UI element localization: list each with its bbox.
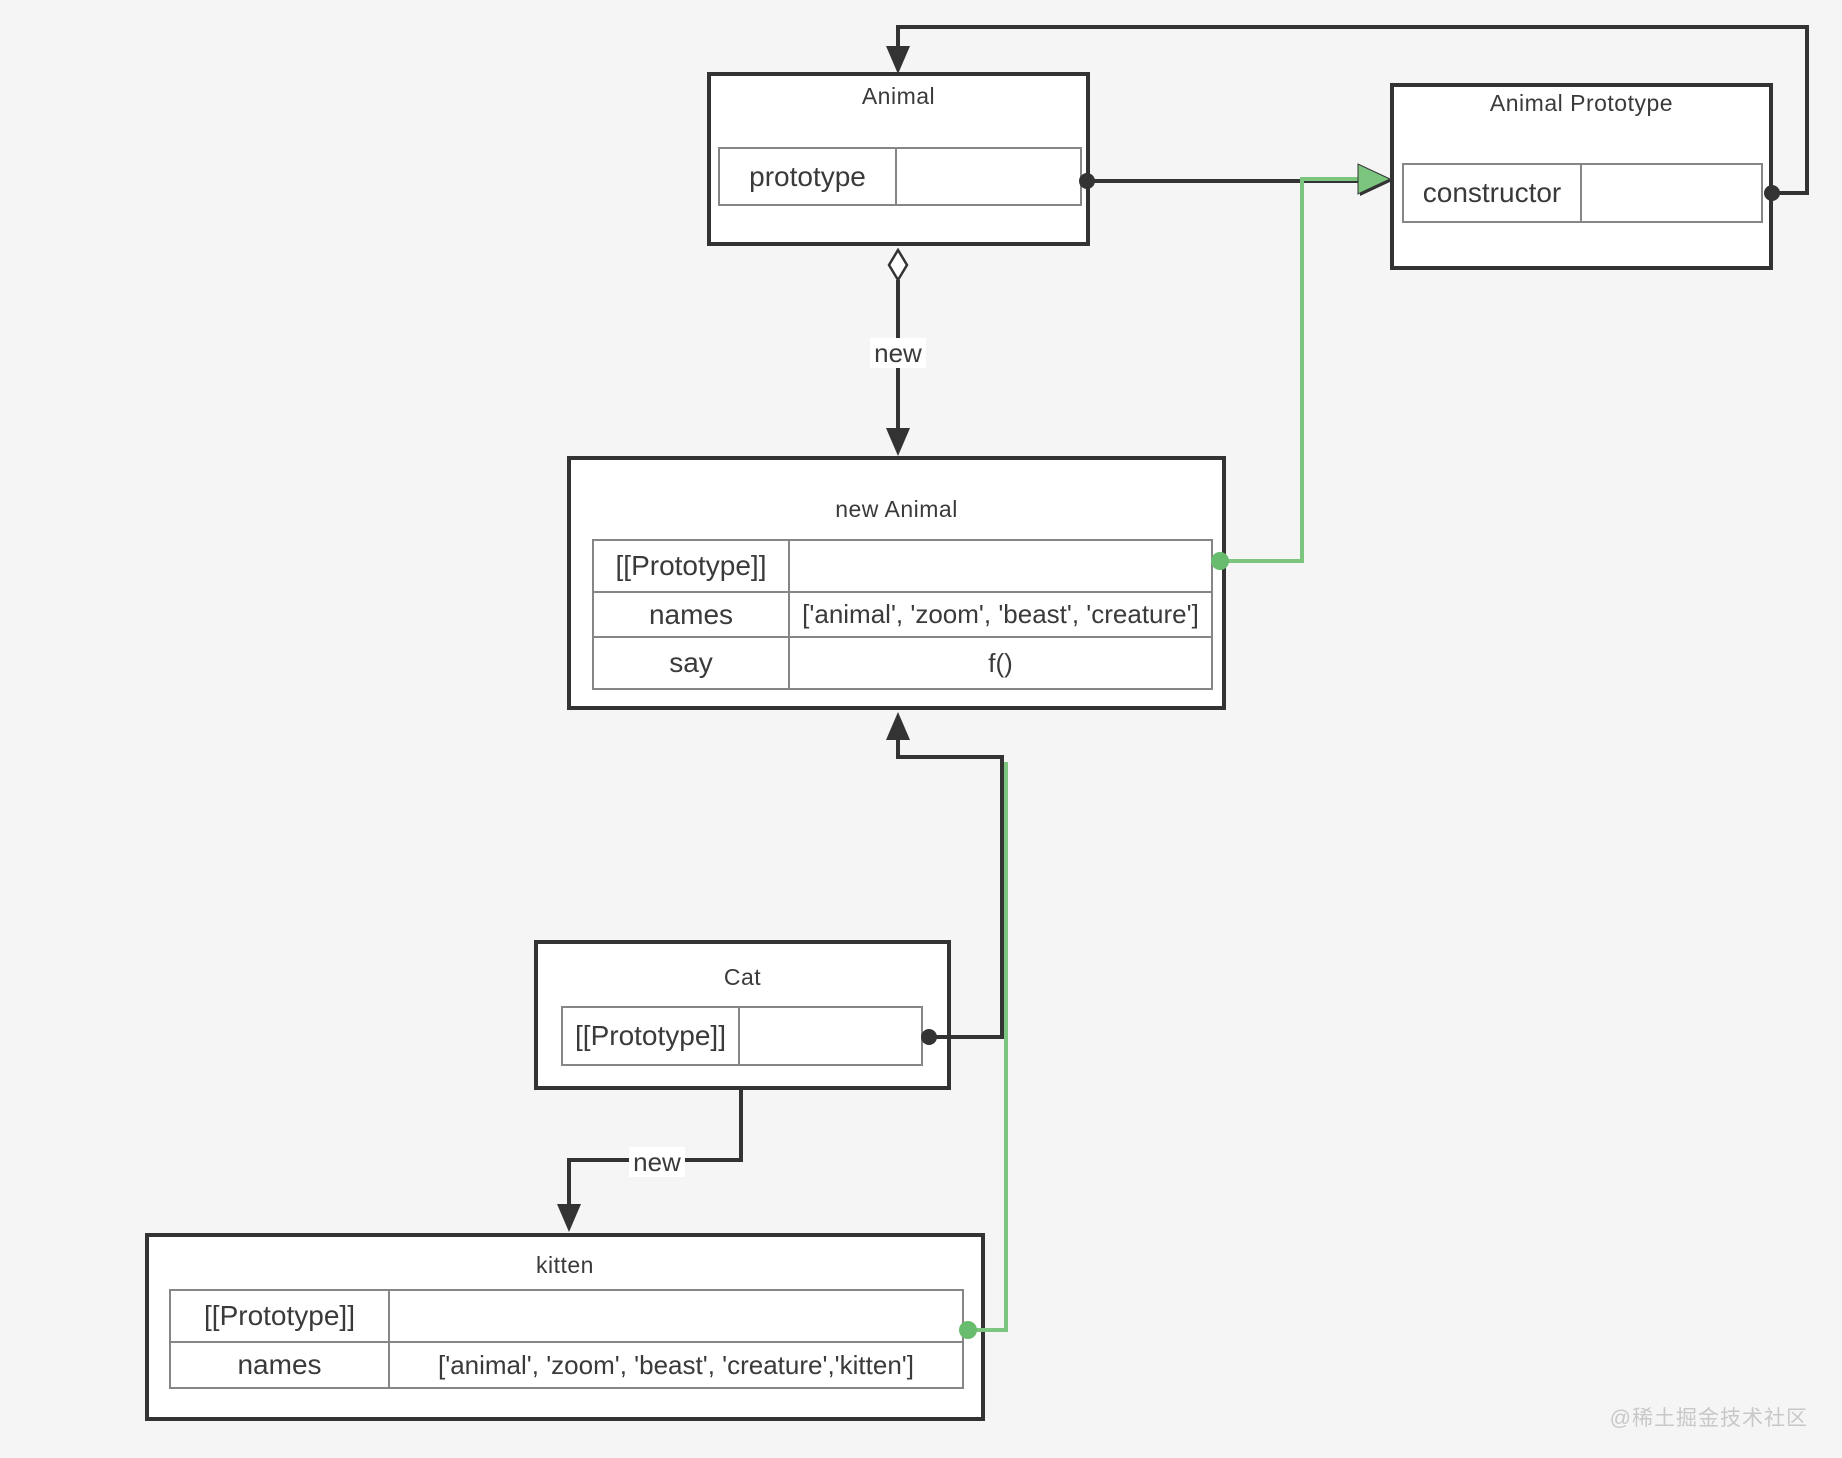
arrowhead-up-icon xyxy=(886,712,910,740)
new-animal-table: [[Prototype]] names ['animal', 'zoom', '… xyxy=(592,539,1213,690)
row-value-cell xyxy=(388,1289,964,1343)
arrowhead-down-icon xyxy=(557,1204,581,1232)
row-value-cell: ['animal', 'zoom', 'beast', 'creature'] xyxy=(788,591,1213,638)
table-row: constructor xyxy=(1402,163,1763,223)
table-row: names ['animal', 'zoom', 'beast', 'creat… xyxy=(169,1341,964,1389)
table-row: [[Prototype]] xyxy=(561,1006,923,1066)
arrowhead-right-icon xyxy=(1357,163,1392,195)
row-key-cell: [[Prototype]] xyxy=(561,1006,740,1066)
cat-table: [[Prototype]] xyxy=(561,1006,923,1066)
diamond-icon xyxy=(887,247,909,283)
cat-box-title: Cat xyxy=(723,964,762,990)
animal-prototype-box-title: Animal Prototype xyxy=(1489,90,1674,116)
row-key-cell: names xyxy=(169,1341,390,1389)
animal-prototype-table: constructor xyxy=(1402,163,1763,223)
kitten-box-title: kitten xyxy=(536,1252,594,1278)
row-value-cell: f() xyxy=(788,636,1213,690)
row-value-cell xyxy=(738,1006,923,1066)
row-key-cell: [[Prototype]] xyxy=(592,539,790,593)
edge-label-new-animal: new xyxy=(870,338,926,368)
row-value-cell xyxy=(895,147,1082,206)
table-row: prototype xyxy=(718,147,1082,206)
edge-label-new-cat: new xyxy=(629,1147,685,1177)
row-value-cell xyxy=(788,539,1213,593)
table-row: names ['animal', 'zoom', 'beast', 'creat… xyxy=(592,591,1213,638)
new-animal-box-title: new Animal xyxy=(835,496,958,522)
row-key-cell: constructor xyxy=(1402,163,1582,223)
row-key-cell: prototype xyxy=(718,147,897,206)
watermark-text: @稀土掘金技术社区 xyxy=(1609,1407,1808,1430)
arrowhead-down-icon xyxy=(886,428,910,456)
arrowhead-right-icon xyxy=(1360,166,1392,196)
table-row: [[Prototype]] xyxy=(592,539,1213,593)
row-key-cell: names xyxy=(592,591,790,638)
table-row: [[Prototype]] xyxy=(169,1289,964,1343)
animal-box-title: Animal xyxy=(861,83,936,109)
table-row: say f() xyxy=(592,636,1213,690)
kitten-table: [[Prototype]] names ['animal', 'zoom', '… xyxy=(169,1289,964,1389)
new-animal-box: new Animal [[Prototype]] names ['animal'… xyxy=(567,456,1226,710)
kitten-box: kitten [[Prototype]] names ['animal', 'z… xyxy=(145,1233,985,1421)
prototype-arrow xyxy=(1079,166,1392,196)
row-key-cell: say xyxy=(592,636,790,690)
row-key-cell: [[Prototype]] xyxy=(169,1289,390,1343)
animal-table: prototype xyxy=(718,147,1082,206)
animal-prototype-box: Animal Prototype constructor xyxy=(1390,83,1773,270)
arrowhead-down-icon xyxy=(886,46,910,74)
row-value-cell xyxy=(1580,163,1763,223)
new-animal-proto-green-arrow xyxy=(1211,163,1392,570)
cat-box: Cat [[Prototype]] xyxy=(534,940,951,1090)
row-value-cell: ['animal', 'zoom', 'beast', 'creature','… xyxy=(388,1341,964,1389)
animal-box: Animal prototype xyxy=(707,72,1090,246)
